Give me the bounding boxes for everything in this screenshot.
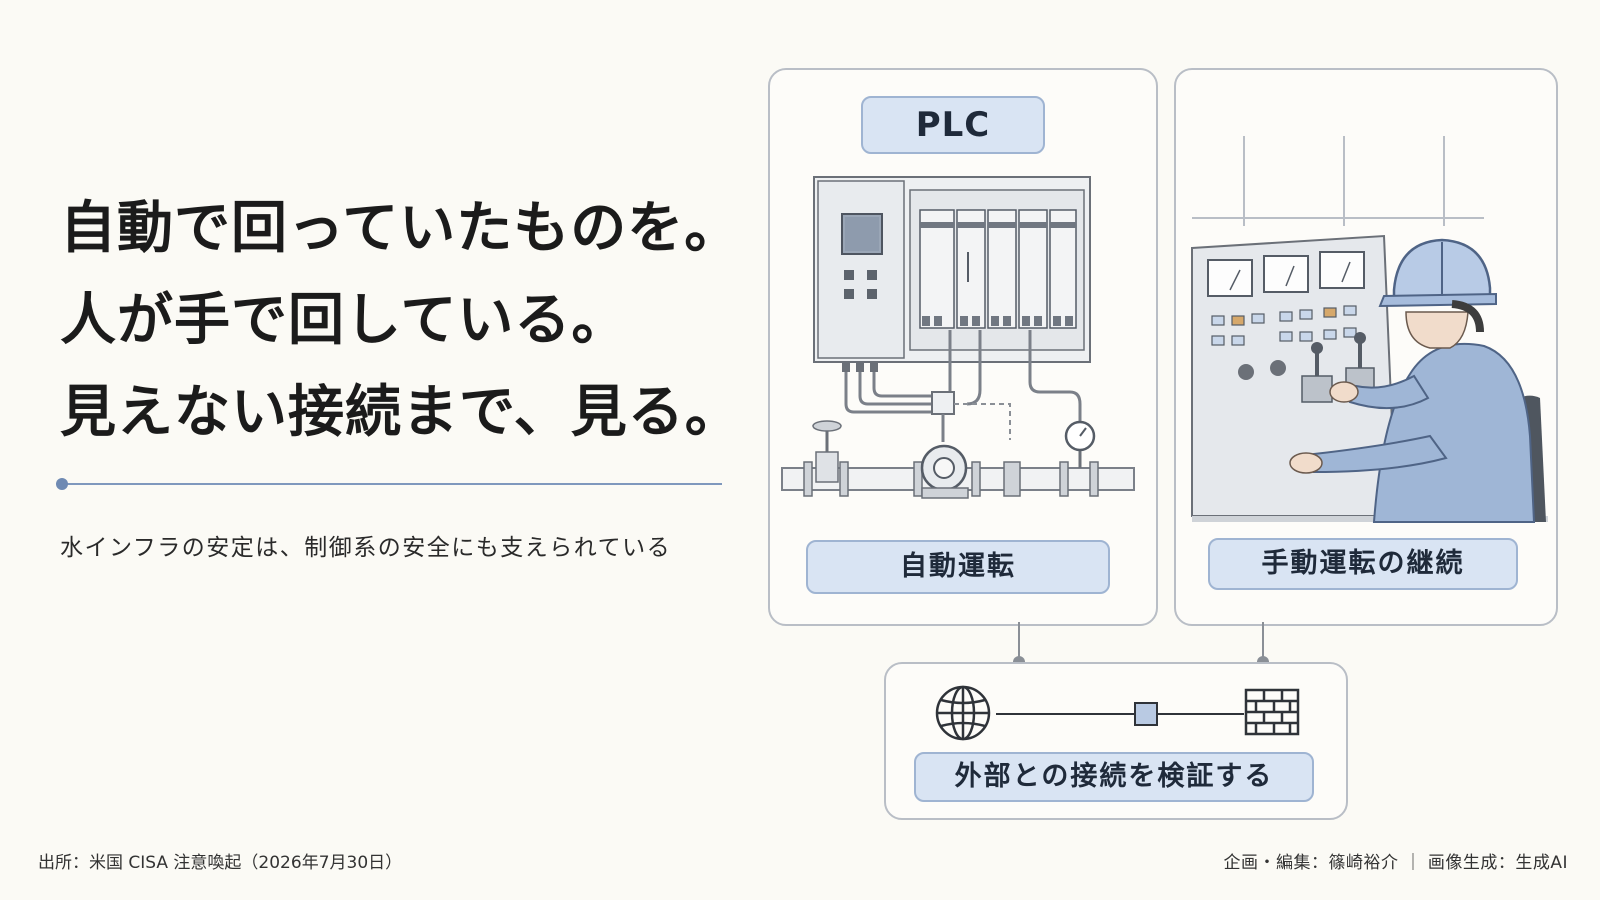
connector-left <box>1018 622 1020 662</box>
node-square-icon <box>1134 702 1158 726</box>
firewall-brick-icon <box>1244 688 1300 736</box>
headline-line-3: 見えない接続まで、見る。 <box>60 379 742 445</box>
headline-line-2: 人が手で回している。 <box>60 287 629 353</box>
plc-badge: PLC <box>861 96 1045 154</box>
source-note: 出所：米国 CISA 注意喚起（2026年7月30日） <box>38 853 403 873</box>
subtitle: 水インフラの安定は、制御系の安全にも支えられている <box>60 535 672 561</box>
auto-operation-label: 自動運転 <box>806 540 1110 594</box>
operator-console-illustration <box>1191 136 1548 523</box>
divider-line <box>62 483 722 485</box>
headline: 自動で回っていたものを。 人が手で回している。 見えない接続まで、見る。 <box>60 182 742 458</box>
manual-operation-label: 手動運転の継続 <box>1208 538 1518 590</box>
headline-line-1: 自動で回っていたものを。 <box>60 195 742 261</box>
plc-cabinet-illustration <box>781 176 1135 499</box>
globe-icon <box>935 685 991 741</box>
network-verify-label: 外部との接続を検証する <box>914 752 1314 802</box>
auto-operation-panel: PLC <box>768 68 1158 626</box>
connector-right <box>1262 622 1264 662</box>
manual-operation-panel: 手動運転の継続 <box>1174 68 1558 626</box>
network-line <box>996 713 1244 715</box>
network-panel: 外部との接続を検証する <box>884 662 1348 820</box>
divider-dot <box>56 478 68 490</box>
credit-note: 企画・編集：篠崎裕介 ｜ 画像生成：生成AI <box>1223 853 1568 873</box>
